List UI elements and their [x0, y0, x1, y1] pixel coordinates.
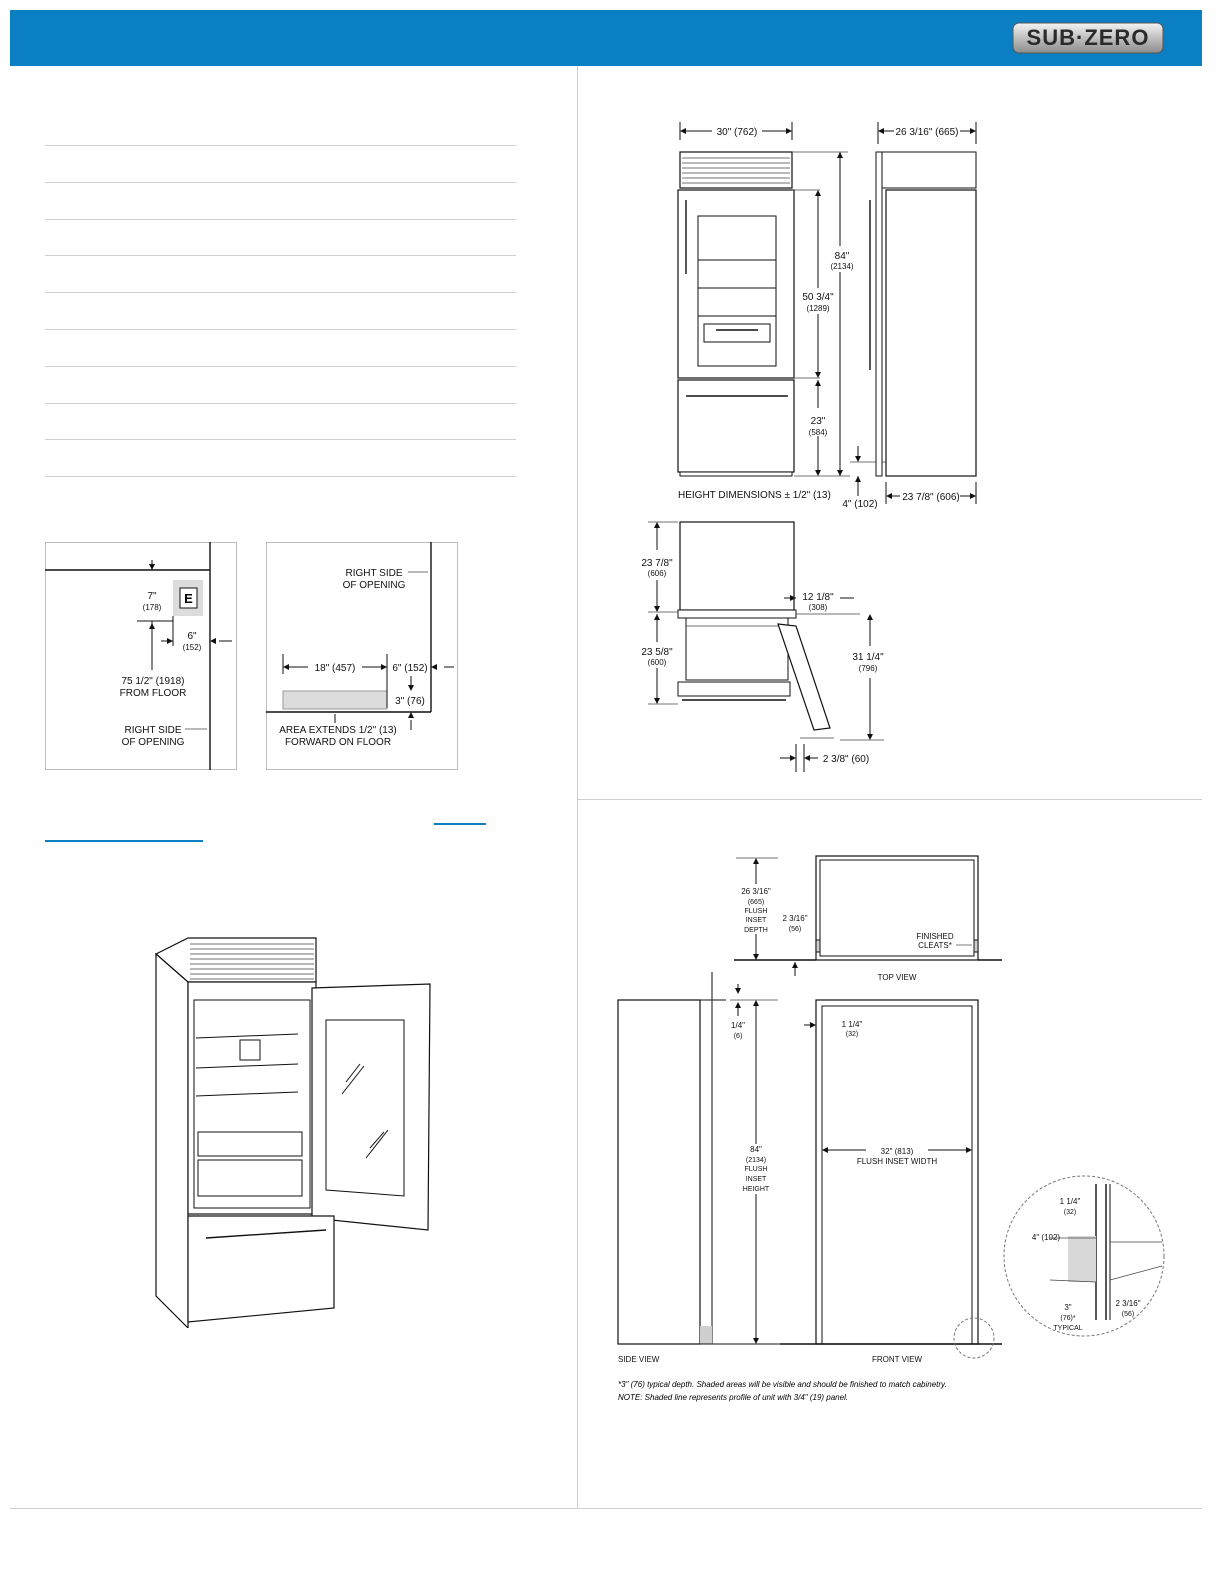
spec-rule — [45, 403, 516, 404]
overall-height-dim: 84" — [835, 251, 850, 262]
inset-depth-2: (665) — [748, 899, 764, 906]
spec-rule — [45, 255, 516, 256]
grille-louvers — [190, 943, 314, 980]
water-of-opening-label: OF OPENING — [343, 580, 406, 591]
water-area-note-2: FORWARD ON FLOOR — [285, 737, 391, 748]
front-view-label: FRONT VIEW — [872, 1355, 923, 1364]
top-gap-mm: (6) — [734, 1033, 743, 1040]
spec-rule — [45, 145, 516, 146]
upper-depth-mm: (606) — [648, 569, 667, 578]
right-side-label: RIGHT SIDE — [124, 725, 181, 736]
door-swing-depth-dim: 31 1/4" — [852, 652, 884, 663]
cleat-depth-dim: 2 3/16" — [782, 914, 807, 923]
inset-height-1: 84" — [750, 1145, 762, 1154]
side-gap-dim: 1 1/4" — [842, 1020, 863, 1029]
lower-depth-mm: (600) — [648, 658, 667, 667]
side-view-label: SIDE VIEW — [618, 1355, 660, 1364]
logo-text: SUB·ZERO — [1026, 25, 1150, 50]
sub-zero-logo: SUB·ZERO — [1012, 22, 1164, 54]
upper-depth-dim: 23 7/8" — [641, 558, 673, 569]
elevation-diagram: 30" (762) 84" (2134) 50 3/4" (1289) 23" … — [677, 122, 977, 510]
inset-depth-4: INSET — [746, 917, 767, 924]
from-floor-label: FROM FLOOR — [120, 688, 187, 699]
water-area-note-1: AREA EXTENDS 1/2" (13) — [279, 725, 396, 736]
footnote-panel-profile: NOTE: Shaded line represents profile of … — [618, 1393, 848, 1402]
overall-height-mm: (2134) — [830, 262, 853, 271]
detail-cleat-dim: 2 3/16" — [1115, 1299, 1140, 1308]
detail-typical-1: 3" — [1064, 1303, 1071, 1312]
from-floor-dim: 75 1/2" (1918) — [121, 676, 184, 687]
detail-typical-3: TYPICAL — [1053, 1325, 1082, 1332]
door-thickness-dim: 2 3/8" (60) — [823, 754, 869, 765]
inset-height-2: (2134) — [746, 1157, 766, 1164]
door-swing-depth-mm: (796) — [859, 664, 878, 673]
door-offset-dim: 12 1/8" — [802, 592, 834, 603]
water-side-dim: 6" (152) — [392, 663, 427, 674]
detail-side-gap-mm: (32) — [1064, 1209, 1076, 1216]
door-offset-mm: (308) — [809, 603, 828, 612]
from-top-dim: 7" — [147, 591, 157, 602]
electrical-box-label: E — [184, 591, 193, 606]
top-gap-dim: 1/4" — [731, 1021, 745, 1030]
refrigerator-height-mm: (1289) — [806, 304, 829, 313]
spec-rule — [45, 329, 516, 330]
spec-rule — [45, 366, 516, 367]
bottom-rule — [10, 1508, 1202, 1509]
finished-cleats-2: CLEATS* — [918, 941, 952, 950]
drawer-height-dim: 23" — [811, 416, 826, 427]
water-width-dim: 18" (457) — [315, 663, 356, 674]
cabinet-depth-dim: 23 7/8" (606) — [902, 492, 959, 503]
water-supply-area — [282, 690, 388, 710]
inset-width-dim: 32" (813) — [881, 1147, 914, 1156]
height-note: HEIGHT DIMENSIONS ± 1/2" (13) — [678, 490, 831, 501]
door-swing-diagram: 23 7/8" (606) 23 5/8" (600) 12 1/8" (308… — [641, 521, 884, 772]
side-gap-mm: (32) — [846, 1031, 858, 1038]
spec-rule — [45, 182, 516, 183]
refrigerator-height-dim: 50 3/4" — [802, 292, 834, 303]
inset-width-caption: FLUSH INSET WIDTH — [857, 1157, 938, 1166]
finished-cleats-1: FINISHED — [916, 932, 954, 941]
of-opening-label: OF OPENING — [122, 737, 185, 748]
from-side-dim: 6" — [187, 631, 197, 642]
inset-depth-5: DEPTH — [744, 927, 768, 934]
section-divider — [577, 799, 1202, 800]
detail-typical-2: (76)* — [1060, 1315, 1075, 1322]
detail-callout-circle — [953, 1317, 995, 1359]
inset-depth-1: 26 3/16" — [741, 887, 771, 896]
header-band — [10, 10, 1202, 66]
inset-depth-3: FLUSH — [745, 908, 768, 915]
spec-rule — [45, 219, 516, 220]
detail-cleat-mm: (56) — [1122, 1311, 1134, 1318]
logo-badge — [1012, 22, 1164, 54]
product-illustration — [154, 937, 431, 1328]
lower-depth-dim: 23 5/8" — [641, 647, 673, 658]
from-side-mm: (152) — [183, 643, 202, 652]
inset-height-5: HEIGHT — [743, 1186, 770, 1193]
spec-rule — [45, 292, 516, 293]
spec-rule — [45, 476, 516, 477]
depth-dim: 26 3/16" (665) — [895, 127, 958, 138]
detail-toe-dim: 4" (102) — [1032, 1233, 1061, 1242]
inset-height-4: INSET — [746, 1176, 767, 1183]
electrical-location-diagram: E 7" (178) 6" (152) 75 1/2" (1918) FROM … — [45, 542, 237, 770]
column-divider — [577, 66, 578, 1508]
link-underline[interactable] — [45, 840, 203, 842]
spec-rule — [45, 439, 516, 440]
link-underline[interactable] — [434, 823, 486, 825]
footnote-shaded-areas: *3" (76) typical depth. Shaded areas wil… — [618, 1380, 947, 1389]
inset-height-3: FLUSH — [745, 1166, 768, 1173]
water-right-side-label: RIGHT SIDE — [345, 568, 402, 579]
cleat-depth-mm: (56) — [789, 926, 801, 933]
water-height-dim: 3" (76) — [395, 696, 425, 707]
flush-inset-diagram: 26 3/16" (665) FLUSH INSET DEPTH 2 3/16"… — [617, 855, 1165, 1402]
toe-kick-dim: 4" (102) — [842, 499, 877, 510]
width-dim: 30" (762) — [717, 127, 758, 138]
top-view-label: TOP VIEW — [878, 973, 917, 982]
detail-side-gap: 1 1/4" — [1060, 1197, 1081, 1206]
drawer-height-mm: (584) — [809, 428, 828, 437]
water-location-diagram: RIGHT SIDE OF OPENING 18" (457) 6" (152)… — [266, 542, 458, 770]
from-top-mm: (178) — [143, 603, 162, 612]
